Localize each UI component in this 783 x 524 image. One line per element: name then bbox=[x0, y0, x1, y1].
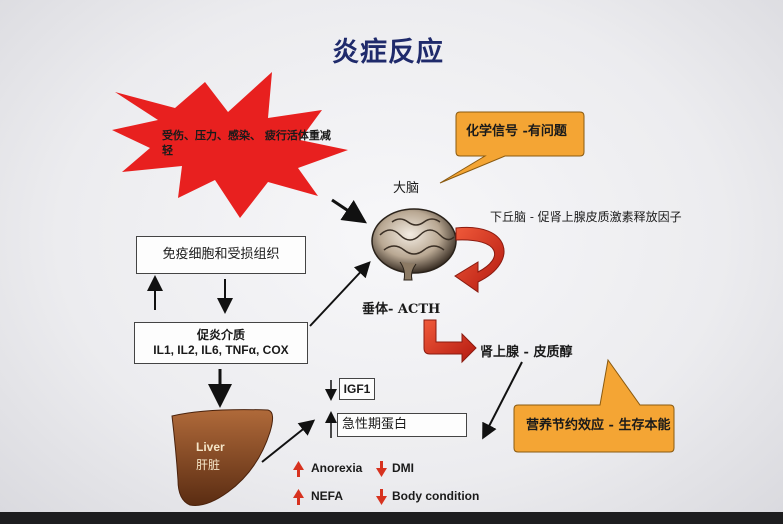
acute-phase-protein-box: 急性期蛋白 bbox=[337, 413, 467, 437]
acute-phase-protein-text: 急性期蛋白 bbox=[342, 417, 408, 432]
adrenal-label: 肾上腺 - 皮质醇 bbox=[480, 345, 573, 360]
immune-cells-text: 免疫细胞和受损组织 bbox=[162, 247, 280, 262]
brain-label: 大脑 bbox=[393, 181, 420, 196]
nutrition-callout-text: 营养节约效应 - 生存本能 bbox=[526, 418, 671, 433]
igf1-box: IGF1 bbox=[339, 378, 375, 400]
dmi-down-arrow bbox=[376, 461, 387, 477]
chemical-callout-text: 化学信号 -有问题 bbox=[466, 124, 567, 139]
liver-label-en: Liver bbox=[196, 440, 225, 454]
igf1-text: IGF1 bbox=[343, 382, 371, 396]
inflammatory-mediators-list: IL1, IL2, IL6, TNFα, COX bbox=[153, 343, 289, 357]
stressors-text: 受伤、压力、感染、 疲行活体重减轻 bbox=[162, 129, 331, 157]
liver-icon bbox=[171, 409, 274, 506]
effect-anorexia: Anorexia bbox=[311, 461, 363, 475]
effect-body-condition: Body condition bbox=[392, 489, 480, 503]
effect-nefa: NEFA bbox=[311, 489, 344, 503]
effect-dmi: DMI bbox=[392, 461, 414, 475]
inflammatory-mediators-box: 促炎介质 IL1, IL2, IL6, TNFα, COX bbox=[134, 322, 308, 364]
hypothalamus-loop-arrow bbox=[454, 226, 505, 293]
inflammatory-mediators-title: 促炎介质 bbox=[196, 328, 245, 342]
stressor-to-brain-arrow bbox=[331, 198, 367, 224]
hypothalamus-label: 下丘脑 - 促肾上腺皮质激素释放因子 bbox=[490, 210, 682, 224]
pituitary-label: 垂体- ACTH bbox=[362, 302, 441, 317]
page-title: 炎症反应 bbox=[332, 37, 444, 68]
body-condition-down-arrow bbox=[376, 489, 387, 505]
mediator-to-brain-arrow bbox=[309, 261, 371, 327]
immune-cells-box: 免疫细胞和受损组织 bbox=[136, 236, 306, 274]
cortisol-to-protein-arrow bbox=[482, 361, 523, 440]
nefa-up-arrow bbox=[293, 489, 304, 505]
nutrition-callout-shape bbox=[513, 358, 675, 453]
anorexia-up-arrow bbox=[293, 461, 304, 477]
chemical-callout-shape bbox=[439, 111, 585, 184]
brain-icon bbox=[371, 208, 457, 281]
liver-label-zh: 肝脏 bbox=[196, 458, 221, 472]
stressors-starburst bbox=[112, 72, 348, 218]
liver-to-protein-arrow bbox=[261, 419, 316, 463]
screen-bottom-edge bbox=[0, 512, 783, 524]
adrenal-arrow bbox=[423, 319, 477, 364]
